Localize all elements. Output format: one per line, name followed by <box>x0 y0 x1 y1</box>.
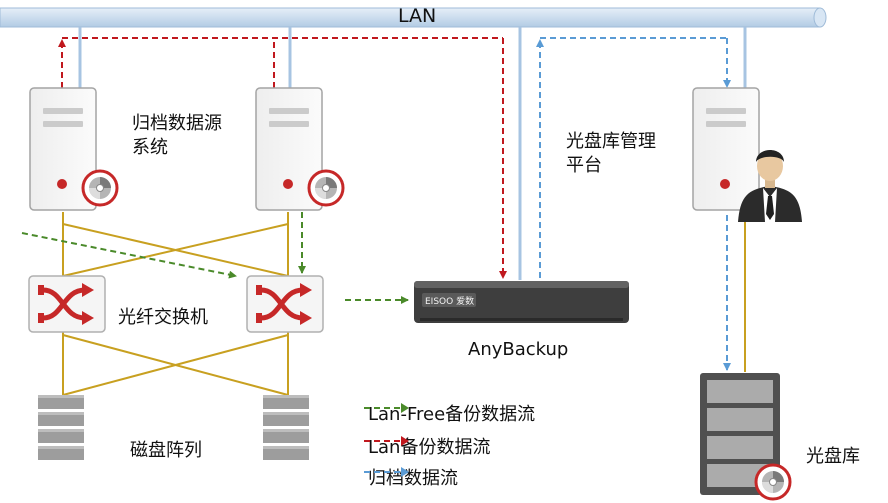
legend-label: Lan-Free备份数据流 <box>368 404 536 425</box>
legend-item-archive: 归档数据流 <box>362 466 458 489</box>
fc-switch-icon <box>29 276 105 332</box>
legend-label: Lan备份数据流 <box>368 437 491 458</box>
lan-label: LAN <box>398 5 437 27</box>
legend-label: 归档数据流 <box>368 468 458 489</box>
optical-library-icon <box>700 373 780 495</box>
archive-flow <box>536 37 731 371</box>
legend-line-icon <box>364 467 409 477</box>
optical-disc-icon <box>307 169 345 207</box>
lan-drop-lines <box>78 27 747 280</box>
source-system-label: 归档数据源 系统 <box>132 113 222 158</box>
user-avatar-icon <box>738 150 802 222</box>
fc-switch-icon <box>247 276 323 332</box>
lan-bus <box>0 7 827 28</box>
fc-switch-label: 光纤交换机 <box>118 307 208 328</box>
server-icon <box>692 87 760 211</box>
fc-links <box>62 212 746 396</box>
optical-disc-icon <box>81 169 119 207</box>
platform-label: 光盘库管理 平台 <box>566 131 656 176</box>
disk-array-label: 磁盘阵列 <box>130 440 202 461</box>
appliance-icon: EISOO 爱数 <box>414 281 629 323</box>
disk-array-icon <box>263 395 309 460</box>
lan-free-flow <box>21 212 409 304</box>
optical-disc-icon <box>754 463 792 501</box>
legend-item-lan: Lan备份数据流 <box>362 435 491 458</box>
legend-line-icon <box>364 436 409 446</box>
legend-item-lan-free: Lan-Free备份数据流 <box>362 402 536 425</box>
lan-backup-flow <box>58 37 507 279</box>
disk-array-icon <box>38 395 84 460</box>
backup-server-label: AnyBackup <box>468 339 569 360</box>
appliance-brand-text: EISOO 爱数 <box>425 295 474 307</box>
legend-line-icon <box>364 403 409 413</box>
optical-library-label: 光盘库 <box>806 446 860 467</box>
